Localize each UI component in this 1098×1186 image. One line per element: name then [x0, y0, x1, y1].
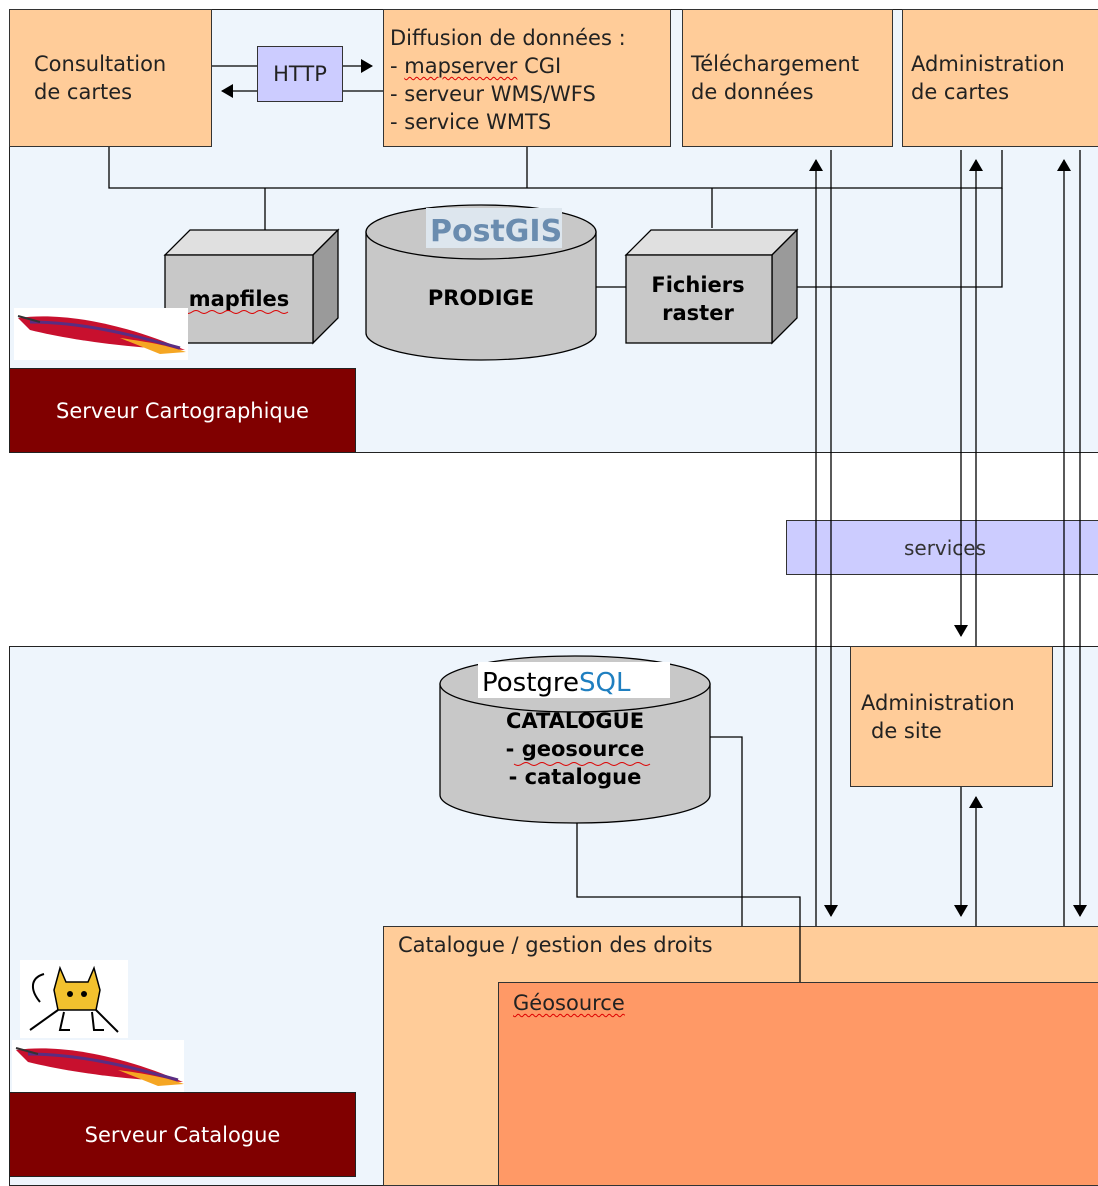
- mapfiles-box-3d: [163, 228, 340, 345]
- spellcheck-squiggle-geosource-db: [513, 762, 651, 766]
- mapfiles-label: mapfiles: [189, 287, 290, 311]
- connector-lines: [108, 59, 1087, 982]
- catalogue-db-line3: - catalogue: [509, 765, 642, 789]
- geosource-label: Géosource: [513, 991, 625, 1015]
- consultation-line2: de cartes: [34, 80, 133, 104]
- apache-feather-logo-bottom: [12, 1040, 184, 1092]
- spellcheck-squiggle-mapfiles: [183, 310, 289, 314]
- serveur-catalogue-label: Serveur Catalogue: [9, 1092, 356, 1177]
- services-box: services: [786, 520, 1098, 575]
- postgresql-part2: SQL: [579, 668, 631, 698]
- catalogue-db-line1: CATALOGUE: [506, 709, 644, 733]
- catalogue-db-line2: - geosource: [506, 737, 645, 761]
- apache-feather-logo-top: [14, 308, 188, 360]
- catalogue-gestion-label: Catalogue / gestion des droits: [398, 933, 713, 957]
- svg-text:PostgreSQL: PostgreSQL: [482, 668, 631, 698]
- raster-line1: Fichiers: [651, 273, 744, 297]
- administration-site-box: Administration de site: [850, 646, 1053, 787]
- diffusion-line2: - mapserver CGI: [390, 54, 562, 78]
- diffusion-line1: Diffusion de données :: [390, 26, 626, 50]
- postgis-logo: PostGIS: [426, 208, 562, 249]
- admin-site-line1: Administration: [861, 691, 1015, 715]
- admin-cartes-line1: Administration: [911, 52, 1065, 76]
- raster-line2: raster: [662, 301, 734, 325]
- admin-site-line2: de site: [871, 719, 942, 743]
- administration-cartes-box: Administration de cartes: [902, 9, 1098, 147]
- postgresql-logo: PostgreSQL: [478, 662, 670, 698]
- telechargement-line1: Téléchargement: [691, 52, 860, 76]
- postgresql-part1: Postgre: [482, 668, 579, 698]
- fichiers-raster-box-3d: [624, 228, 799, 345]
- http-box: HTTP: [257, 46, 343, 102]
- telechargement-line2: de données: [691, 80, 814, 104]
- admin-cartes-line2: de cartes: [911, 80, 1010, 104]
- diffusion-line3: - serveur WMS/WFS: [390, 82, 596, 106]
- geosource-box: Géosource: [498, 982, 1098, 1186]
- diffusion-line4: - service WMTS: [390, 110, 552, 134]
- serveur-cartographique-label: Serveur Cartographique: [9, 368, 356, 453]
- tomcat-logo: [20, 960, 128, 1038]
- telechargement-box: Téléchargement de données: [682, 9, 893, 147]
- diffusion-donnees-box: Diffusion de données : - mapserver CGI -…: [383, 9, 671, 147]
- postgis-text: PostGIS: [430, 214, 562, 249]
- consultation-cartes-box: Consultation de cartes: [9, 9, 212, 147]
- consultation-line1: Consultation: [34, 52, 167, 76]
- prodige-label: PRODIGE: [428, 286, 534, 310]
